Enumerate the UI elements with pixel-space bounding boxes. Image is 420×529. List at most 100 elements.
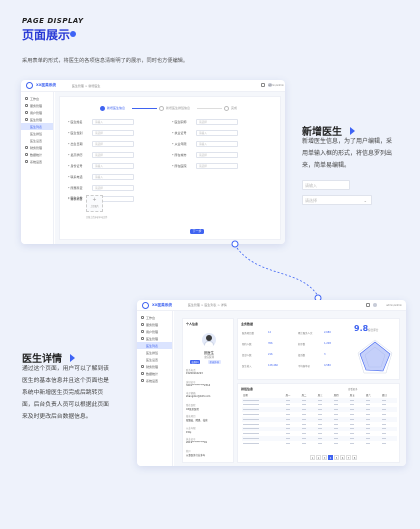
stat-label: 复诊人数 [242, 354, 252, 357]
form-field[interactable]: 请输入 [92, 174, 134, 180]
table-cell [317, 431, 333, 436]
breadcrumb-item[interactable]: 医生管理 [187, 303, 200, 307]
sample-input[interactable]: 请输入 [302, 180, 350, 190]
app-logo[interactable]: XX医美系统 [26, 82, 56, 89]
bell-icon[interactable] [261, 83, 265, 87]
form-card: 新增医生信息 新增医生排班信息 完成 * 医生姓名请输入* 医生性别请选择* 出… [59, 96, 281, 240]
table-cell [285, 431, 301, 436]
stat-value: 128,460 [268, 364, 278, 367]
form-field[interactable]: 请选择 [196, 152, 238, 158]
table-cell [285, 407, 301, 412]
table-cell [365, 436, 381, 441]
sidebar-item[interactable]: 系统设置 [137, 377, 172, 384]
sidebar-item-label: 数据统计 [146, 371, 159, 376]
form-label: * 所在城市 [172, 153, 187, 157]
info-value: XX医美医院 [186, 407, 199, 411]
logo-icon [26, 82, 33, 89]
form-label: * 医生职称 [172, 120, 187, 124]
bell-icon[interactable] [366, 303, 370, 307]
next-button[interactable]: 下一步 [190, 229, 204, 234]
app-logo[interactable]: XX医美系统 [142, 301, 172, 309]
column-header: 周二 [301, 394, 307, 398]
table-cell [381, 427, 397, 432]
menu-icon [25, 104, 28, 107]
sidebar-item-label: 服务管理 [146, 322, 159, 327]
user-name[interactable]: admin/admin [386, 304, 402, 307]
service-title: 业务数据 [241, 322, 254, 326]
sidebar-item[interactable]: 医生列表 [21, 123, 53, 130]
page-number[interactable]: 5 [334, 455, 339, 460]
page-number[interactable]: 8 [352, 455, 357, 460]
sidebar-item-label: 工作台 [30, 96, 40, 101]
avatar[interactable] [373, 303, 377, 307]
sidebar-item[interactable]: 财务管理 [137, 363, 172, 370]
menu-icon [141, 330, 144, 333]
table-cell [242, 427, 285, 432]
stat-label: 预约人数 [242, 343, 252, 346]
sidebar-item[interactable]: 数据统计 [21, 151, 53, 158]
tag-badge: 皮肤科 [190, 360, 201, 364]
view-more-link[interactable]: 查看更多 [348, 388, 358, 391]
intro-text: 采用表单的形式，将医生的各项信息清晰明了的展示，同时也方便编辑。 [22, 58, 189, 64]
sidebar-item[interactable]: 工作台 [137, 314, 172, 321]
table-cell [333, 398, 349, 403]
form-field[interactable]: 请选择 [92, 130, 134, 136]
breadcrumb-item[interactable]: 医生管理 [71, 83, 84, 88]
add-doctor-window: XX医美系统 医生管理 > 新增医生 admin/admin 工作台服务管理用户… [21, 80, 285, 244]
step-1-icon [100, 106, 105, 111]
page-number[interactable]: 7 [346, 455, 351, 460]
page-number[interactable]: 3 [322, 455, 327, 460]
form-field[interactable]: 请输入 [92, 163, 134, 169]
table-cell [317, 417, 333, 422]
page-number[interactable]: 2 [316, 455, 321, 460]
sidebar-item[interactable]: 医生设置 [21, 137, 53, 144]
sidebar-item[interactable]: 医生排班 [137, 349, 172, 356]
table-cell [381, 403, 397, 408]
menu-icon [141, 323, 144, 326]
sidebar-item[interactable]: 系统设置 [21, 158, 53, 165]
breadcrumb-item[interactable]: 医生列表 [204, 303, 217, 307]
sidebar-item[interactable]: 用户管理 [137, 328, 172, 335]
table-cell [285, 417, 301, 422]
form-field[interactable]: 请选择 [196, 163, 238, 169]
sidebar-item[interactable]: 工作台 [21, 95, 53, 102]
stat-label: 好评数 [298, 343, 306, 346]
sample-select[interactable]: 请选择⌄ [302, 195, 372, 205]
sidebar-item[interactable]: 用户管理 [21, 109, 53, 116]
sidebar-item[interactable]: 财务管理 [21, 144, 53, 151]
table-cell [301, 427, 317, 432]
avatar[interactable] [268, 83, 272, 87]
table-cell [333, 431, 349, 436]
info-key: 从业年限 [186, 426, 196, 430]
sidebar-item[interactable]: 医生列表 [137, 342, 172, 349]
doctor-title: 主任医师 [203, 356, 215, 359]
sidebar-item[interactable]: 数据统计 [137, 370, 172, 377]
sidebar-item-label: 用户管理 [146, 329, 159, 334]
detail-desc: 通过这个页面，用户可以了解到该医生的基本信息并且这个页面也是系统中新增医生页完成… [22, 366, 109, 420]
info-key: 电子邮箱 [186, 392, 196, 395]
sidebar-item[interactable]: 服务管理 [137, 321, 172, 328]
page-number[interactable]: 4 [328, 455, 333, 460]
sidebar-item[interactable]: 医生设置 [137, 356, 172, 363]
table-cell [317, 407, 333, 412]
form-field[interactable]: 请输入 [196, 130, 238, 136]
page-number[interactable]: 1 [310, 455, 315, 460]
form-field[interactable]: 请选择 [92, 152, 134, 158]
sidebar-item[interactable]: 医生管理 [21, 116, 53, 123]
table-cell [381, 422, 397, 427]
sidebar-item[interactable]: 医生管理 [137, 335, 172, 342]
page-number[interactable]: 6 [340, 455, 345, 460]
table-cell [242, 441, 285, 446]
upload-box[interactable]: + 上传图片 [86, 195, 103, 212]
form-field[interactable]: 请输入 [92, 119, 134, 125]
form-field[interactable]: 请选择 [196, 119, 238, 125]
sidebar-item-label: 医生排班 [30, 131, 43, 136]
user-name[interactable]: admin/admin [268, 84, 284, 87]
form-field[interactable]: 请输入 [196, 141, 238, 147]
sidebar-item[interactable]: 医生排班 [21, 130, 53, 137]
form-field[interactable]: 请选择 [92, 141, 134, 147]
sidebar-item[interactable]: 服务管理 [21, 102, 53, 109]
column-header: 周五 [349, 394, 355, 398]
form-field[interactable]: 请选择 [92, 185, 134, 191]
